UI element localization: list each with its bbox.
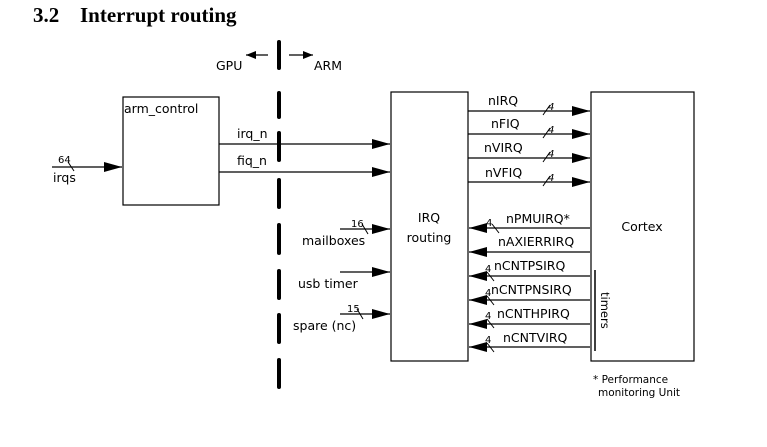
fiq-n-label: fiq_n (237, 153, 267, 168)
bus-slash-icon (356, 308, 364, 320)
section-number: 3.2 (33, 3, 60, 27)
return-label: nCNTHPIRQ (497, 306, 570, 321)
arm-label: ARM (314, 58, 342, 73)
mailboxes-width: 16 (351, 219, 364, 230)
mailboxes-label: mailboxes (302, 233, 365, 248)
output-label: nVIRQ (484, 140, 523, 155)
return-label: nCNTVIRQ (503, 330, 568, 345)
footnote-line-1: * Performance (593, 374, 668, 386)
return-signals: 4 nPMUIRQ* nAXIERRIRQ 4 nCNTPSIRQ 4 nCNT… (469, 211, 590, 353)
return-width: 4 (485, 335, 491, 346)
output-signal: 4 nVFIQ (468, 165, 590, 187)
return-width: 4 (485, 288, 491, 299)
bus-slash-icon (542, 175, 551, 187)
output-signal: 4 nVIRQ (468, 140, 590, 163)
return-signal: 4 nCNTVIRQ (469, 330, 590, 353)
spare-label: spare (nc) (293, 318, 356, 333)
cortex-block (590, 91, 695, 362)
return-width: 4 (485, 264, 491, 275)
bus-slash-icon (486, 271, 495, 282)
timers-label: timers (598, 292, 612, 329)
bus-slash-icon (361, 223, 369, 235)
bus-slash-icon (486, 342, 495, 353)
bus-slash-icon (486, 295, 495, 306)
output-signal: 4 nFIQ (468, 116, 590, 139)
spare-width: 15 (347, 304, 360, 315)
return-label: nCNTPSIRQ (494, 258, 565, 273)
return-signal: 4 nCNTPNSIRQ (469, 282, 590, 306)
return-signal: 4 nCNTPSIRQ (469, 258, 590, 282)
irq-n-label: irq_n (237, 126, 268, 141)
return-label: nCNTPNSIRQ (491, 282, 572, 297)
footnote-line-2: monitoring Unit (598, 387, 680, 399)
bus-slash-icon (542, 151, 551, 163)
return-signal: 4 nCNTHPIRQ (469, 306, 590, 329)
return-width: 4 (486, 218, 492, 229)
bus-slash-icon (491, 223, 500, 234)
irqs-width: 64 (58, 155, 71, 166)
irqs-label: irqs (53, 170, 76, 185)
section-heading: 3.2 Interrupt routing (33, 3, 237, 28)
output-width: 4 (548, 149, 554, 160)
gpu-label: GPU (216, 58, 242, 73)
output-label: nVFIQ (485, 165, 522, 180)
bus-slash-icon (486, 318, 495, 329)
output-signal: 4 nIRQ (468, 93, 590, 116)
cortex-label: Cortex (621, 219, 662, 234)
output-signals: 4 nIRQ 4 nFIQ 4 nVIRQ 4 nVFIQ (468, 93, 590, 187)
usb-timer-label: usb timer (298, 276, 359, 291)
output-label: nIRQ (488, 93, 518, 108)
return-signal: nAXIERRIRQ (469, 234, 590, 257)
output-label: nFIQ (491, 116, 520, 131)
arm-control-label: arm_control (124, 101, 198, 116)
irq-routing-label-2: routing (407, 230, 452, 245)
bus-slash-icon (542, 104, 551, 116)
output-width: 4 (548, 173, 554, 184)
return-label: nPMUIRQ* (506, 211, 570, 226)
irq-routing-label-1: IRQ (418, 210, 440, 225)
bus-slash-icon (542, 127, 551, 139)
section-title: Interrupt routing (80, 3, 237, 27)
return-width: 4 (485, 311, 491, 322)
return-signal: 4 nPMUIRQ* (469, 211, 590, 234)
irq-routing-block (390, 91, 469, 362)
output-width: 4 (548, 125, 554, 136)
bus-slash-icon (67, 161, 75, 172)
arm-control-block (122, 96, 220, 206)
output-width: 4 (548, 102, 554, 113)
return-label: nAXIERRIRQ (498, 234, 574, 249)
